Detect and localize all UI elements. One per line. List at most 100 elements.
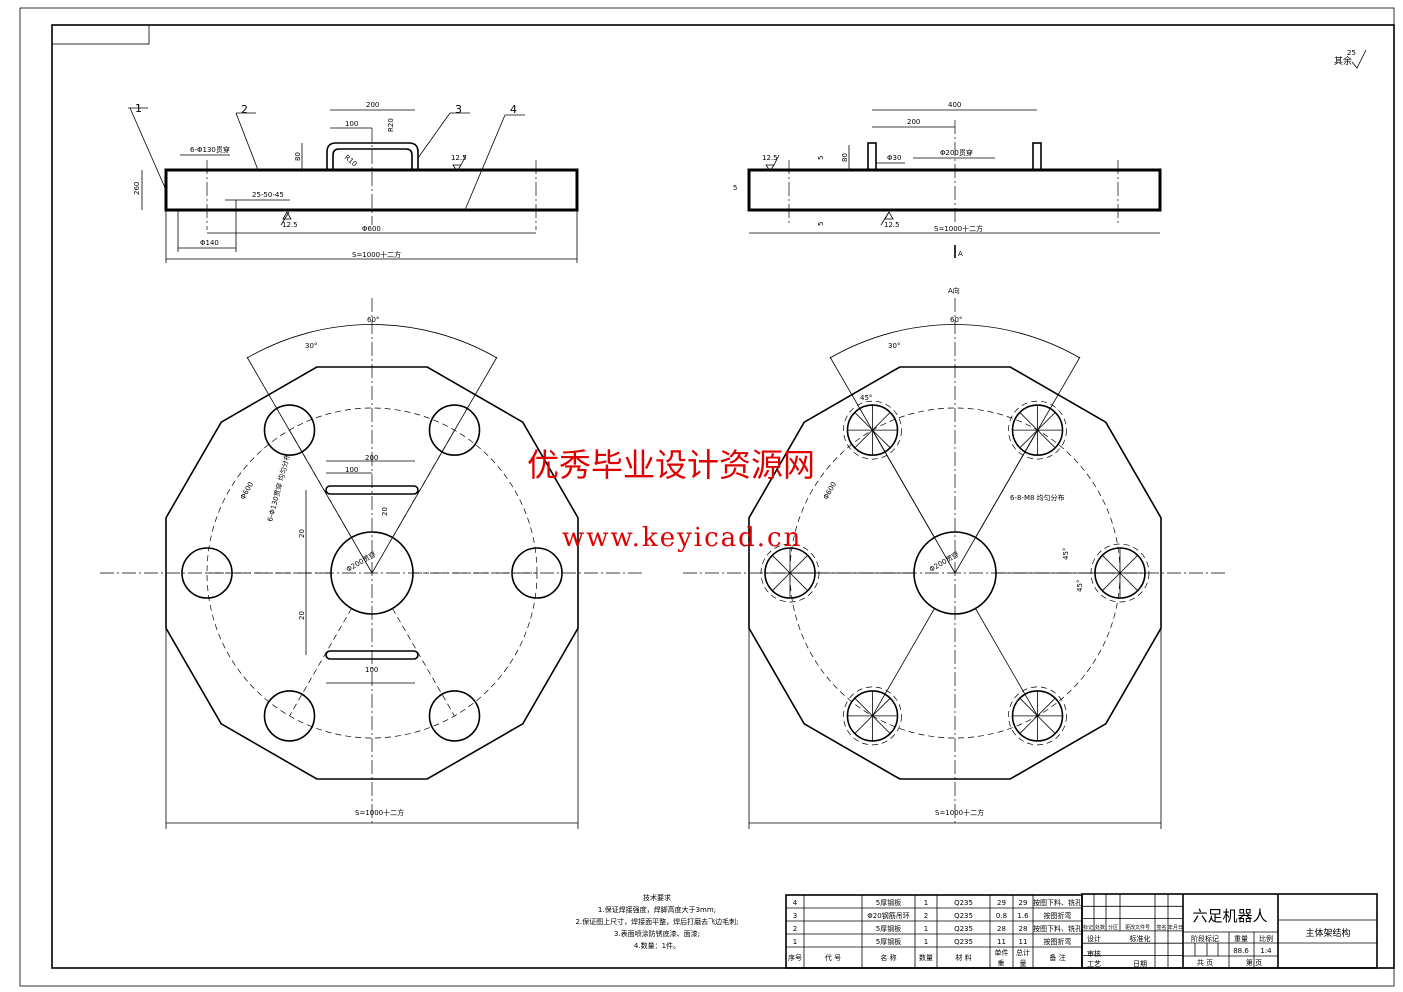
sign-label-review: 审核 (1087, 949, 1101, 958)
hole-spoke (1102, 572, 1121, 591)
dim-pin-span: 400 (948, 101, 961, 109)
table-cell: Φ20钢筋吊环 (867, 911, 909, 920)
table-cell: 1.6 (1017, 912, 1029, 920)
leader-line (235, 112, 259, 171)
table-cell: 11 (1019, 938, 1028, 946)
dim-bottom: 5 (817, 222, 825, 226)
balloon-3: 3 (455, 103, 462, 116)
tech-req-item: 2.保证图上尺寸，焊接面平整，焊后打磨去飞边毛刺; (575, 917, 738, 926)
tech-req-title: 技术要求 (643, 893, 671, 902)
dim-hole-offset: Φ140 (200, 239, 219, 247)
sign-label-design: 设计 (1087, 934, 1101, 943)
hole-spoke (854, 697, 873, 717)
plan-left-center: Φ200贯穿 (345, 550, 378, 574)
dim-overall: S=1000十二方 (352, 250, 401, 259)
pin-right (1032, 142, 1042, 171)
radial-line (975, 429, 1038, 538)
table-cell: 1 (924, 925, 928, 933)
title-block: 六足机器人 主体架结构 阶段标记 重量 比例 88.6 1:4 共 页 第 页 … (1081, 893, 1378, 969)
plan-right-pcd: Φ600 (822, 481, 838, 501)
table-cell: 按图下料、铣孔 (1033, 898, 1082, 907)
view-arrow-label: A (958, 250, 963, 258)
table-cell: 1 (924, 899, 928, 907)
table-header: 单件 (995, 948, 1009, 957)
plan-right-side-angle: 45° (1062, 548, 1070, 560)
dim-pin-height: 80 (841, 153, 849, 162)
table-header: 数量 (919, 953, 933, 962)
dim-plate: 5 (733, 184, 737, 192)
plan-view-left: 60° 30° 200 100 20 20 20 Φ600 6-Φ130贯穿 均… (100, 298, 644, 829)
side-roughness-top: 12.5 (762, 154, 778, 162)
radial-line (289, 429, 352, 538)
side-roughness-bottom: 12.5 (884, 221, 900, 229)
hole-spoke (772, 572, 791, 591)
balloon-1: 1 (135, 102, 142, 115)
hole-spoke (872, 429, 891, 449)
table-header: 备 注 (1049, 953, 1065, 962)
tech-req-item: 4.数量：1件。 (634, 941, 680, 950)
lifting-handle (326, 142, 419, 170)
tech-req-item: 1.保证焊接强度，焊脚高度大于3mm; (598, 905, 716, 914)
side-plate-section (747, 168, 1162, 212)
dim-handle-h: R20 (387, 118, 395, 132)
total-sheets: 共 页 (1197, 958, 1213, 967)
sheet-no: 第 页 (1246, 958, 1262, 967)
leg-hole (511, 547, 563, 599)
leader-line (417, 112, 451, 159)
change-header: 签名 (1156, 924, 1166, 931)
dim-handle-width: 200 (366, 101, 379, 109)
corner-box (51, 24, 150, 45)
table-cell: 0.8 (996, 912, 1007, 920)
roughness-symbol-icon (280, 211, 292, 226)
angle-arc (246, 324, 498, 359)
leg-hole (428, 404, 481, 456)
watermark-text: 优秀毕业设计资源网 (527, 446, 815, 484)
hole-spoke (1037, 697, 1056, 717)
change-header: 年月日 (1168, 924, 1183, 931)
table-cell: 5厚钢板 (876, 937, 901, 946)
leg-hole (263, 690, 316, 742)
hole-spoke (1019, 715, 1038, 734)
leg-hole (428, 690, 481, 742)
table-header-weight: 量 (1020, 960, 1027, 968)
hole-spoke (1119, 555, 1138, 574)
leader-line (129, 107, 167, 191)
slot (325, 485, 419, 495)
dim-handle-h2: 80 (294, 152, 302, 161)
table-cell: 1 (793, 938, 797, 946)
plan-right-angle-total: 60° (950, 316, 962, 324)
dim-pin-dia: Φ30 (887, 154, 901, 162)
hole-spoke (872, 697, 891, 717)
sign-label-standard: 标准化 (1130, 934, 1151, 943)
table-cell: 11 (997, 938, 1006, 946)
dim-holes: 6-Φ130贯穿 (190, 145, 230, 154)
roughness-symbol-icon (765, 154, 780, 172)
plan-left-overall: S=1000十二方 (355, 808, 404, 817)
hole-spoke (1037, 715, 1056, 734)
dim-handle-half: 100 (345, 120, 358, 128)
change-header: 处数 (1095, 924, 1105, 931)
watermark-url: www.keyicad.cn (562, 523, 802, 553)
roughness-top: 12.5 (451, 154, 467, 162)
hole-spoke (1037, 412, 1056, 431)
plan-left-angle-total: 60° (367, 316, 379, 324)
table-cell: 28 (1019, 925, 1028, 933)
balloon-2: 2 (241, 103, 248, 116)
technical-requirements: 技术要求 1.保证焊接强度，焊脚高度大于3mm; 2.保证图上尺寸，焊接面平整，… (575, 893, 738, 950)
radial-line (289, 608, 352, 717)
dim-radius: R10 (343, 153, 359, 168)
table-cell: Q235 (954, 925, 973, 933)
bolt-pattern-circle (1090, 543, 1150, 603)
table-cell: 4 (793, 899, 798, 907)
table-cell: Q235 (954, 899, 973, 907)
plan-right-small-angle: 45° (860, 394, 872, 402)
plan-right-center: Φ200贯穿 (928, 550, 961, 574)
radial-line (872, 608, 935, 717)
leg-hole (263, 404, 316, 456)
balloon-4: 4 (510, 103, 517, 116)
